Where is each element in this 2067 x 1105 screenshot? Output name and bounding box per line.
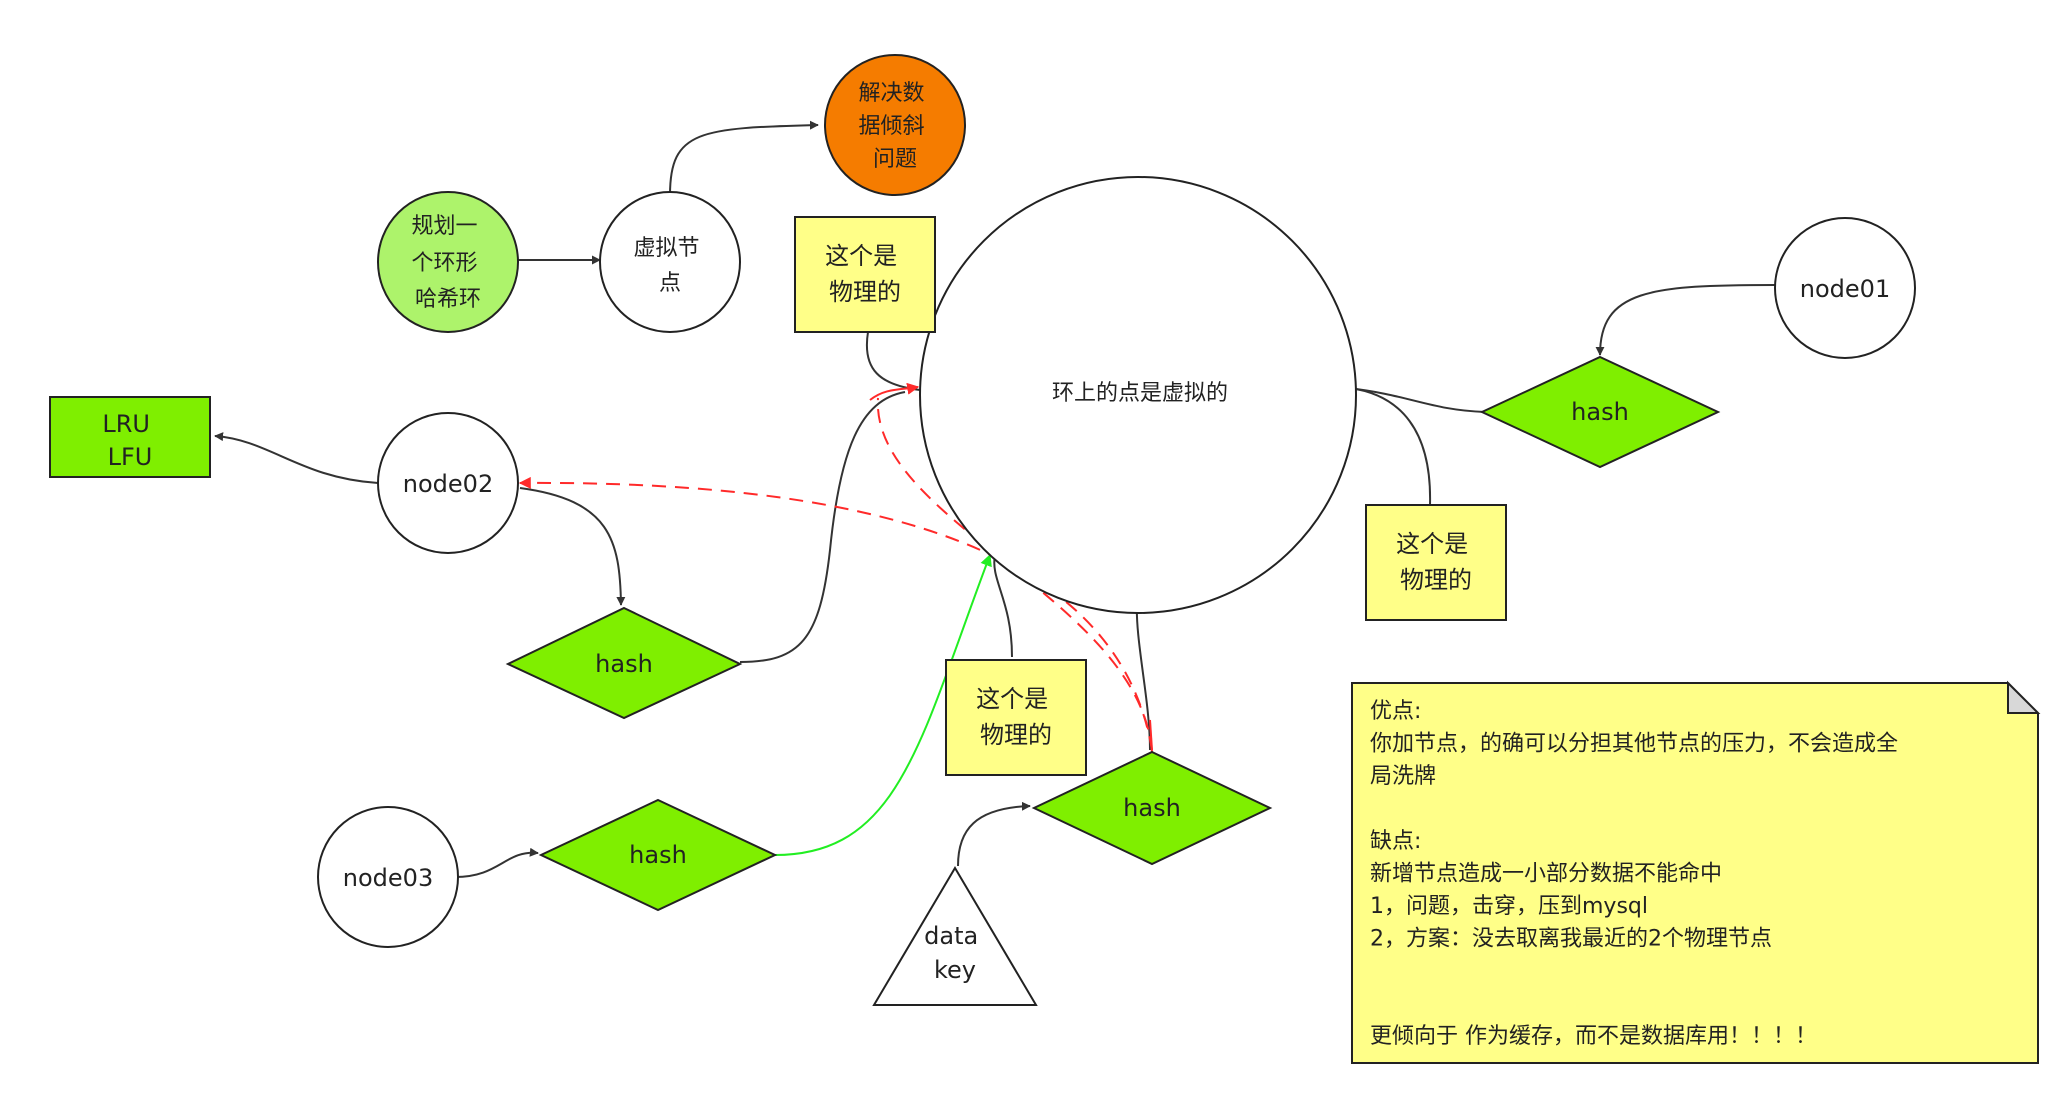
edge-red-solid-stub [1149, 719, 1153, 751]
data-key-line-1: data [924, 922, 978, 950]
lru-label: LRU [102, 410, 150, 438]
note-line: 2，方案：没去取离我最近的2个物理节点 [1370, 927, 1772, 952]
edge-red-to-node02 [518, 476, 1153, 751]
note-line: 新增节点造成一小部分数据不能命中 [1370, 862, 1722, 887]
virtual-node-line-1: 虚拟节 [633, 236, 699, 261]
svg-text:这个是 物理的: 这个是 物理的 [825, 242, 905, 306]
skew-fix-line-3: 问题 [873, 147, 917, 172]
note-physical-right-line-1: 这个是 [1396, 530, 1468, 558]
lru-lfu-box: LRU LFU [49, 396, 211, 478]
virtual-node-line-2: 点 [659, 271, 681, 296]
note-physical-top-line-2: 物理的 [829, 278, 901, 306]
plan-ring-line-1: 规划一 [411, 214, 477, 239]
svg-text:LRU LFU: LRU LFU [102, 410, 157, 471]
pros-cons-note: 优点: 你加节点，的确可以分担其他节点的压力，不会造成全局洗牌缺点: 新增节点造成一… [1351, 680, 2041, 1064]
edge-note-bottom-to-ring [993, 554, 1013, 658]
note-physical-right: 这个是 物理的 [1365, 504, 1507, 621]
edge-datakey-to-hash [957, 801, 1031, 867]
ring-label: 环上的点是虚拟的 [1052, 381, 1228, 406]
node02-label: node02 [403, 470, 493, 498]
note-physical-right-line-2: 物理的 [1400, 566, 1472, 594]
note-line: 你加节点，的确可以分担其他节点的压力，不会造成全 [1370, 732, 1898, 757]
edges [214, 120, 1776, 878]
plan-ring-line-2: 个环形 [411, 251, 477, 276]
lfu-label: LFU [108, 443, 153, 471]
edge-node02-to-lru [214, 432, 379, 484]
svg-text:优点:你加节点，的确可以分担其他节点的压力，不会造成全局洗牌: 优点: 你加节点，的确可以分担其他节点的压力，不会造成全局洗牌缺点: 新增节点造成一… [1370, 699, 1898, 1049]
red-dashed-edges [518, 382, 1153, 753]
edge-hash-left-to-ring [739, 391, 906, 663]
data-key-triangle: data key [872, 866, 1038, 1006]
hash-label-node01: hash [1571, 398, 1629, 426]
node01-circle: node01 [1774, 217, 1916, 359]
edge-node03-to-hash [454, 847, 539, 878]
note-line: 局洗牌 [1370, 764, 1436, 789]
edge-hash-right-to-ring [1347, 384, 1486, 413]
hash-label-datakey: hash [1123, 794, 1181, 822]
edge-hash-node03-to-ring [774, 553, 992, 856]
edge-note-top-to-ring [865, 331, 921, 391]
hash-ring: 环上的点是虚拟的 [919, 176, 1357, 614]
node03-circle: node03 [317, 806, 459, 948]
note-physical-top: 这个是 物理的 [794, 216, 936, 333]
edge-red-to-ring [869, 382, 920, 401]
hash-diamond-node03: hash [538, 798, 778, 912]
plan-ring-line-3: 哈希环 [415, 287, 481, 312]
green-edge [774, 553, 992, 856]
note-line: 1，问题，击穿，压到mysql [1370, 894, 1648, 919]
note-physical-bottom-line-1: 这个是 [976, 685, 1048, 713]
note-line: 更倾向于 作为缓存，而不是数据库用！！！！ [1370, 1024, 1817, 1049]
hash-label-node02: hash [595, 650, 653, 678]
svg-text:规划一 个环形 哈希环: 规划一 个环形 哈希环 [411, 214, 484, 312]
node03-label: node03 [343, 864, 433, 892]
hash-diamond-node02: hash [505, 606, 743, 720]
virtual-node-circle: 虚拟节 点 [599, 191, 741, 333]
skew-fix-circle: 解决数 据倾斜 问题 [824, 54, 966, 196]
hash-diamond-datakey: hash [1031, 750, 1273, 866]
skew-fix-line-2: 据倾斜 [858, 114, 924, 139]
skew-fix-line-1: 解决数 [858, 81, 924, 106]
note-physical-top-line-1: 这个是 [825, 242, 897, 270]
edge-note-right-to-ring [1349, 387, 1432, 506]
note-line: 优点: [1370, 699, 1421, 724]
edge-hash-bottom-to-ring [1132, 601, 1151, 751]
plan-ring-circle: 规划一 个环形 哈希环 [377, 191, 519, 333]
node01-label: node01 [1800, 275, 1890, 303]
edge-node01-to-hash [1595, 284, 1776, 356]
svg-text:这个是 物理的: 这个是 物理的 [976, 685, 1056, 749]
note-physical-bottom-line-2: 物理的 [980, 721, 1052, 749]
note-physical-bottom: 这个是 物理的 [945, 659, 1087, 776]
edge-virtual-to-skew [669, 120, 819, 196]
data-key-line-2: key [934, 956, 976, 984]
hash-label-node03: hash [629, 841, 687, 869]
node02-circle: node02 [377, 412, 519, 554]
svg-text:解决数 据倾斜 问题: 解决数 据倾斜 问题 [858, 81, 931, 172]
edge-node02-to-hash [519, 487, 626, 606]
svg-text:虚拟节 点: 虚拟节 点 [633, 236, 706, 296]
hash-diamond-node01: hash [1479, 355, 1721, 469]
svg-text:data key: data key [924, 922, 986, 984]
svg-text:这个是 物理的: 这个是 物理的 [1396, 530, 1476, 594]
note-line: 缺点: [1370, 829, 1421, 854]
